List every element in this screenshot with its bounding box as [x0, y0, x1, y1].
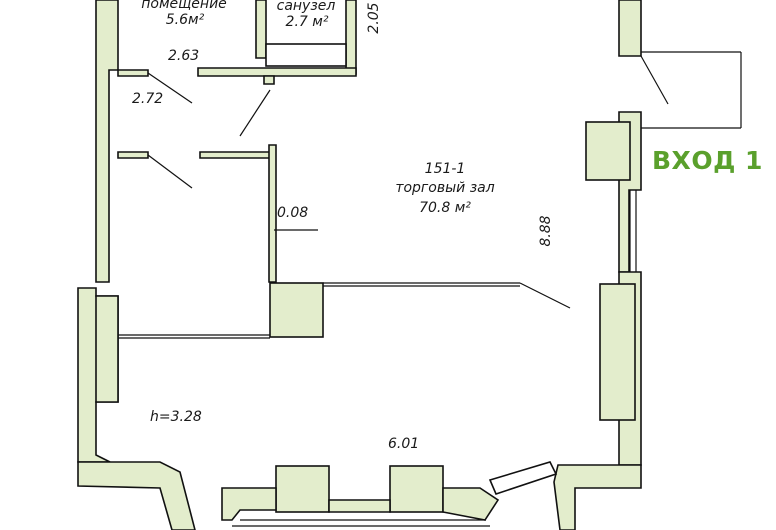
dimension-6-01: 6.01 — [388, 436, 420, 452]
hall-area: 70.8 м² — [419, 200, 471, 216]
wall-partition-1 — [117, 69, 149, 77]
storage-room-area: 5.6м² — [165, 12, 205, 28]
dimension-2-05: 2.05 — [366, 2, 382, 34]
wall-partition-2 — [117, 151, 149, 159]
bathroom-name: санузел — [276, 0, 336, 14]
wall-window-slant — [488, 461, 558, 495]
wall-thin-vertical — [268, 144, 277, 283]
wall-bottom-mid — [221, 487, 277, 521]
wall-bottom-mid-2 — [328, 499, 391, 513]
pier-right-upper — [585, 121, 631, 181]
wall-bathroom-right — [345, 0, 357, 75]
column-center — [269, 282, 324, 338]
wall-bottom-left — [77, 461, 196, 530]
pier-left — [95, 295, 119, 403]
dimension-2-72: 2.72 — [132, 91, 164, 107]
wall-bathroom-bottom — [197, 67, 357, 77]
pier-right-lower — [599, 283, 636, 421]
storage-room-name: помещение — [141, 0, 227, 12]
hall-name: торговый зал — [395, 180, 495, 196]
wall-left-upper — [95, 0, 119, 283]
pier-bottom-2 — [389, 465, 444, 513]
wall-bathroom-left — [255, 0, 267, 59]
bathroom-area: 2.7 м² — [285, 14, 329, 30]
wall-top-right — [618, 0, 642, 57]
entrance-label: ВХОД 1 — [652, 146, 763, 175]
wall-partition-3 — [199, 151, 271, 159]
bathroom-fixture — [265, 43, 347, 67]
wall-bottom-right — [553, 464, 642, 530]
wall-partition-upper — [263, 75, 275, 85]
dimension-0-08: 0.08 — [277, 205, 309, 221]
wall-bottom-mid-3 — [442, 487, 500, 521]
dimension-8-88: 8.88 — [538, 215, 554, 247]
ceiling-height: h=3.28 — [150, 409, 202, 425]
hall-code: 151-1 — [424, 161, 466, 177]
pier-bottom-1 — [275, 465, 330, 513]
dimension-2-63: 2.63 — [168, 48, 200, 64]
